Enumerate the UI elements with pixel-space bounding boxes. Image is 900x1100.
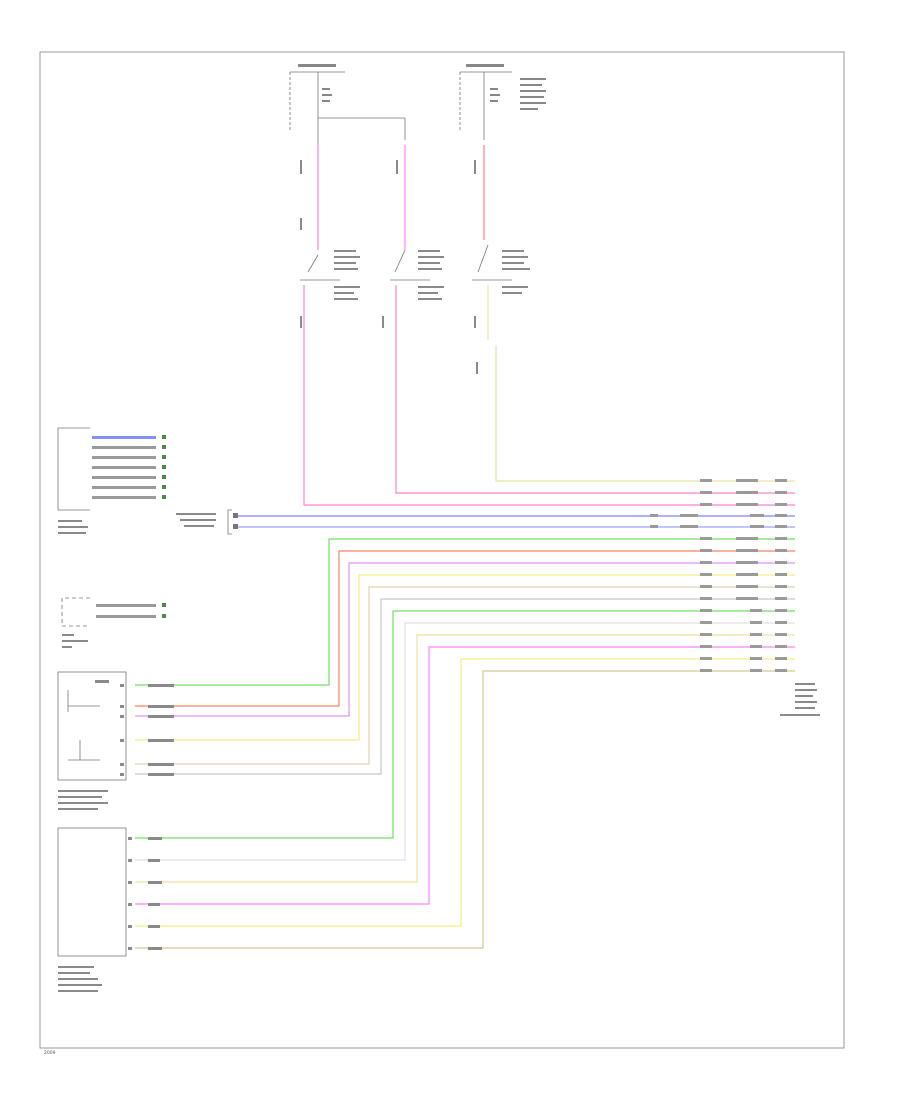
control-unit-left bbox=[57, 827, 162, 992]
ground-wires bbox=[238, 515, 795, 528]
vertical-wires bbox=[303, 145, 795, 506]
connector-block-left-2 bbox=[61, 597, 166, 648]
ground-connector bbox=[176, 509, 238, 535]
sensor-module bbox=[57, 671, 174, 810]
module-label-right bbox=[780, 683, 820, 716]
right-wire-labels bbox=[650, 479, 787, 672]
connector-block-left bbox=[57, 427, 166, 534]
fuse-labels bbox=[298, 64, 546, 110]
page-code: 2009 bbox=[44, 1050, 56, 1056]
switch-labels bbox=[300, 160, 530, 374]
diagram-border bbox=[39, 51, 845, 1049]
harness-wires bbox=[135, 538, 795, 949]
power-supply-section bbox=[289, 71, 512, 281]
